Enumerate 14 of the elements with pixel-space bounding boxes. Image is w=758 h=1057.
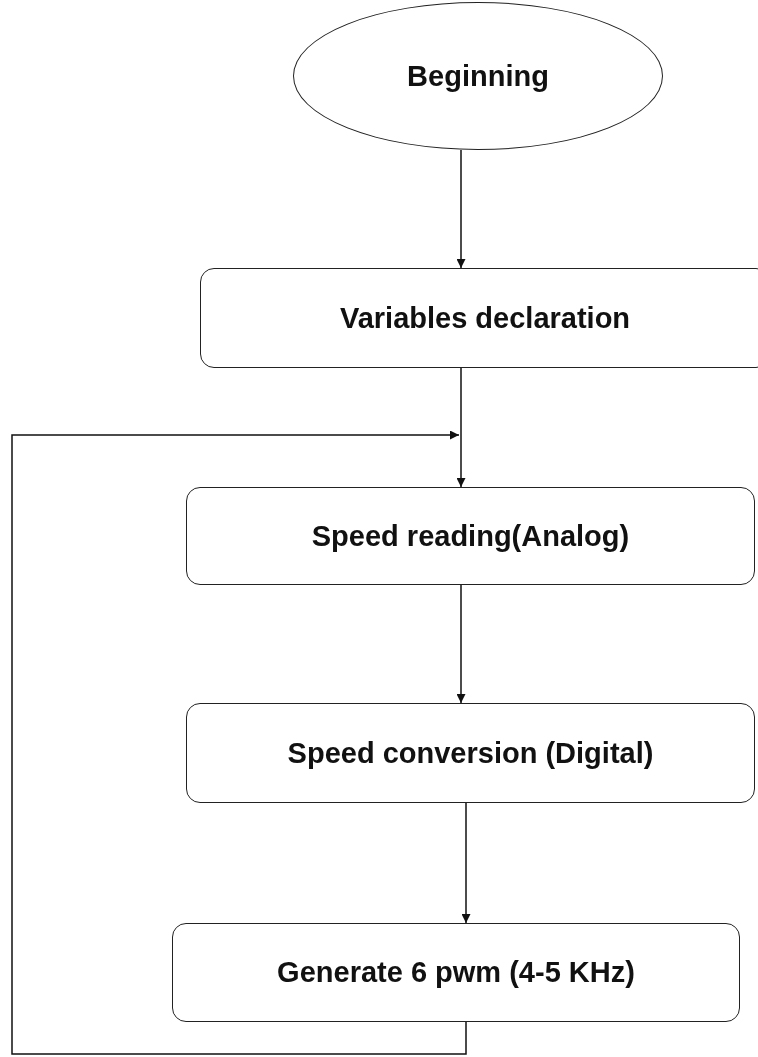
node-label: Variables declaration <box>339 301 631 335</box>
arrow <box>456 367 466 488</box>
node-label: Speed conversion (Digital) <box>287 736 654 770</box>
arrow <box>456 584 466 704</box>
arrow <box>461 802 471 924</box>
process-box <box>200 268 758 368</box>
process-box <box>186 703 755 803</box>
node-label: Speed reading(Analog) <box>311 519 630 553</box>
process-box <box>186 487 755 585</box>
process-box <box>172 923 740 1022</box>
node-label: Beginning <box>407 59 549 93</box>
arrow <box>456 149 466 269</box>
node-label: Generate 6 pwm (4-5 KHz) <box>277 956 635 989</box>
arrow <box>11 430 467 1055</box>
